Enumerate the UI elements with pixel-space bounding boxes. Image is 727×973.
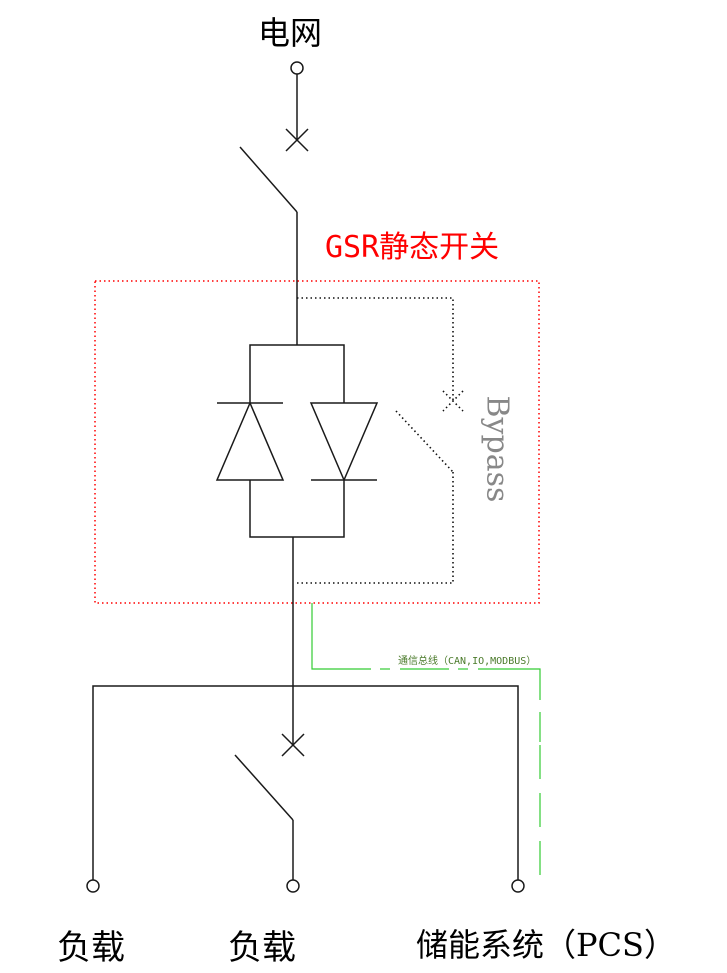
load1-terminal xyxy=(86,879,100,893)
grid-label: 电网 xyxy=(258,14,323,52)
breaker-x-icon xyxy=(285,128,309,152)
bypass-path xyxy=(297,297,464,584)
comm-bus-line xyxy=(311,603,541,880)
load1-label: 负载 xyxy=(57,928,125,968)
comm-bus-label: 通信总线（CAN,IO,MODBUS） xyxy=(398,656,537,667)
load2-terminal xyxy=(286,879,300,893)
upper-switch-blade xyxy=(239,146,298,213)
load2-label: 负载 xyxy=(228,928,296,968)
thyristor-pair xyxy=(215,344,379,538)
bypass-label: Bypass xyxy=(479,395,515,503)
lower-breaker-x-icon xyxy=(281,733,305,757)
load-bus xyxy=(92,685,519,880)
gsr-boundary xyxy=(94,280,540,604)
storage-label: 储能系统（PCS） xyxy=(416,926,676,964)
grid-terminal xyxy=(290,61,304,75)
gsr-label: GSR静态开关 xyxy=(325,230,500,265)
storage-terminal xyxy=(511,879,525,893)
lower-switch-blade xyxy=(234,754,294,821)
